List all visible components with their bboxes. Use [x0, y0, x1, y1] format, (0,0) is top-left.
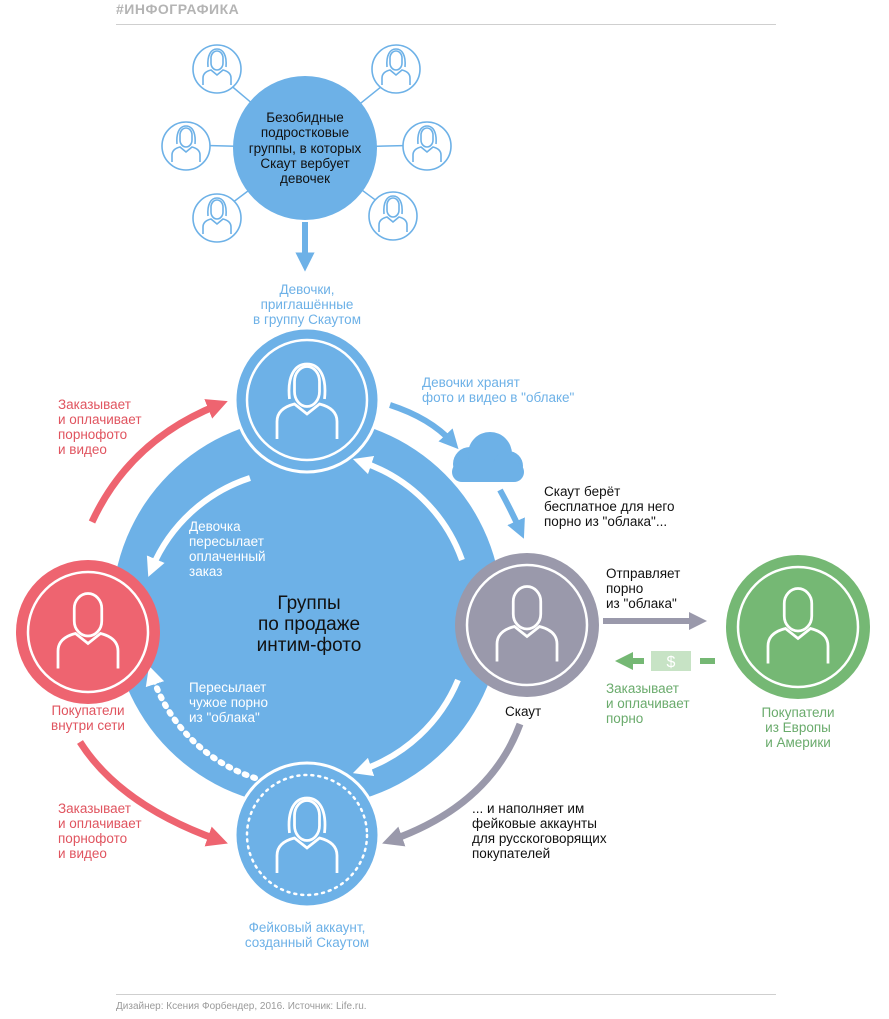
teen-member-icon	[192, 44, 242, 94]
inner-arrow-top-right	[352, 455, 465, 562]
header-divider	[116, 24, 776, 25]
girl-forwards-label: Девочка пересылает оплаченный заказ	[189, 519, 266, 579]
orders-red-top-label: Заказывает и оплачивает порнофото и виде…	[58, 397, 142, 457]
buyers-inside-node	[16, 560, 160, 704]
money-bill	[651, 651, 691, 671]
groups-circle	[112, 417, 502, 807]
to-cloud-arrow	[389, 402, 459, 450]
orders-red-bottom-label: Заказывает и оплачивает порнофото и виде…	[58, 801, 142, 861]
invited-girls-node	[233, 326, 381, 474]
cloud-note-label: Девочки хранят фото и видео в "облаке"	[422, 375, 575, 405]
red-order-arrow-bottom	[77, 740, 228, 847]
footer-divider	[116, 994, 776, 995]
buyers-inside-label: Покупатели внутри сети	[51, 703, 125, 733]
fills-fake-label: ... и наполняет им фейковые аккаунты для…	[472, 801, 607, 861]
teen-member-icon	[192, 193, 242, 243]
teen-groups-circle	[233, 76, 377, 220]
fake-account-node	[233, 761, 381, 909]
red-order-arrow-top	[88, 399, 228, 524]
scout-node	[455, 553, 599, 697]
teen-group-members	[161, 44, 452, 243]
footer-credit: Дизайнер: Ксения Форбендер, 2016. Источн…	[116, 1001, 367, 1012]
teen-member-icon	[371, 44, 421, 94]
scout-to-fake-arrow	[382, 722, 524, 847]
center-label: Группы по продаже интим-фото	[256, 593, 362, 656]
buyers-west-node	[726, 555, 870, 699]
header-tag: #ИНФОГРАФИКА	[116, 1, 240, 17]
invited-girls-label: Девочки, приглашённые в группу Скаутом	[253, 282, 361, 327]
scout-takes-label: Скаут берёт бесплатное для него порно из…	[544, 484, 675, 529]
teen-member-icon	[161, 121, 211, 171]
inner-arrow-bottom-right	[352, 678, 461, 776]
teen-member-icon	[368, 191, 418, 241]
orders-green-label: Заказывает и оплачивает порно	[606, 681, 690, 726]
scout-label: Скаут	[505, 704, 542, 719]
teen-member-icon	[402, 121, 452, 171]
fake-account-label: Фейковый аккаунт, созданный Скаутом	[244, 920, 370, 950]
cloud-icon	[452, 432, 524, 482]
forwards-foreign-label: Пересылает чужое порно из "облака"	[189, 680, 269, 725]
buyers-west-label: Покупатели из Европы и Америки	[761, 705, 835, 750]
teen-groups-label: Безобидные подростковые группы, в которы…	[248, 110, 362, 186]
sends-porn-label: Отправляет порно из "облака"	[606, 566, 681, 611]
inner-arrow-dotted	[145, 665, 258, 781]
inner-arrow-top-left	[146, 475, 251, 577]
dollar-icon: $	[667, 654, 676, 671]
from-cloud-arrow	[497, 488, 525, 539]
